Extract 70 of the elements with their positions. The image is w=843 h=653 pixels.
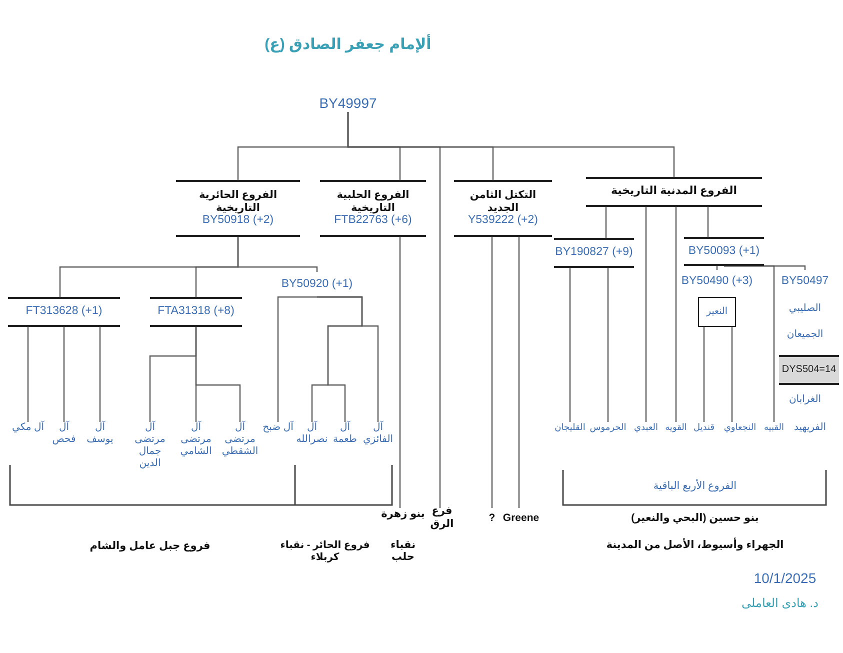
haplogroup-band: BY190827 (+9) — [554, 238, 634, 268]
family-name: قنديل — [690, 422, 718, 433]
family-name: آل مكي — [11, 422, 45, 434]
branch-title: ألإمام جعفر الصادق (ع) — [264, 36, 432, 54]
group-label: فروع الحائر - نقباء كربلاء — [279, 540, 371, 564]
connector-line — [99, 327, 101, 422]
family-name: الجميعان — [786, 329, 824, 341]
connector-line — [399, 237, 401, 508]
family-name: العبدي — [630, 422, 662, 433]
connector-line — [607, 268, 609, 422]
connector-line — [645, 207, 647, 422]
family-name: آل مرتضى الشقطي — [220, 422, 260, 458]
branch-code: نقباء حلب — [389, 538, 417, 564]
date-text: 10/1/2025 — [752, 570, 818, 587]
branch-code: BY49997 — [319, 95, 377, 112]
haplogroup-band: BY50093 (+1) — [684, 237, 764, 266]
connector-line — [605, 207, 607, 238]
family-name: القبيه — [760, 422, 788, 433]
family-name: الحرموس — [591, 422, 625, 433]
family-name: آل نصرالله — [296, 422, 328, 446]
branch-name: ? — [482, 508, 502, 528]
connector-line — [707, 207, 709, 237]
branch-code: BY50918 (+2) — [202, 214, 274, 228]
branch-band: الفروع المدنية التاريخية — [586, 177, 762, 207]
connector-line — [569, 268, 571, 422]
family-name: القويه — [662, 422, 690, 433]
connector-line — [277, 296, 318, 422]
branch-code: FTB22763 (+6) — [334, 214, 412, 228]
marker-box: DYS504=14 — [779, 355, 839, 385]
branch-name: Greene — [500, 508, 542, 528]
haplogroup-code: BY50920 (+1) — [268, 272, 366, 297]
family-name: آل مرتضى جمال الدين — [129, 422, 171, 470]
group-label: بنو حسين (البحي والنعير) — [630, 512, 760, 525]
haplogroup-band: FT313628 (+1) — [8, 297, 120, 327]
haplogroup-code: BY50497 — [778, 270, 832, 293]
group-label: الجهراء وأسيوط، الأصل من المدينة — [605, 539, 785, 552]
branch-title: التكتل الثامن الجديد — [468, 189, 538, 214]
haplogroup-band: FTA31318 (+8) — [150, 297, 242, 327]
family-name: آل مرتضى الشامي — [175, 422, 217, 458]
connector-line — [237, 237, 318, 272]
family-name: الفريهيد — [792, 422, 828, 434]
branch-title: الفروع الحائرية التاريخية — [198, 189, 278, 214]
connector-line — [703, 327, 705, 422]
group-label: الفروع الأربع الباقية — [652, 480, 738, 493]
family-name: القليجان — [554, 422, 586, 433]
branch-code: Y539222 (+2) — [468, 214, 538, 228]
family-name: الصليبي — [788, 303, 822, 315]
branch-title: الفروع الحلبية التاريخية — [336, 189, 410, 214]
family-name: الغرابان — [788, 394, 822, 406]
connector-line — [347, 112, 675, 177]
connector-line — [723, 265, 806, 270]
family-name: آل الفائزي — [362, 422, 394, 446]
connector-line — [491, 237, 493, 508]
connector-line — [675, 207, 677, 422]
connector-line — [27, 327, 29, 422]
haplogroup-code: BY50490 (+3) — [680, 270, 754, 293]
family-name: النجعاوي — [722, 422, 758, 433]
family-name: آل يوسف — [83, 422, 117, 446]
connector-line — [195, 327, 241, 422]
group-label: فروع جبل عامل والشام — [88, 540, 212, 553]
connector-line — [731, 327, 733, 422]
branch-title: بنو زهرة — [381, 508, 425, 521]
connector-line — [317, 296, 379, 422]
author-name: د. هادى العاملى — [740, 596, 820, 610]
connector-line — [518, 237, 520, 508]
family-name: آل ضبح — [262, 422, 294, 434]
connector-line — [63, 327, 65, 422]
family-name: آل طعمة — [330, 422, 360, 446]
subclade-box: النعير — [698, 297, 736, 327]
family-name: آل فحص — [47, 422, 81, 446]
